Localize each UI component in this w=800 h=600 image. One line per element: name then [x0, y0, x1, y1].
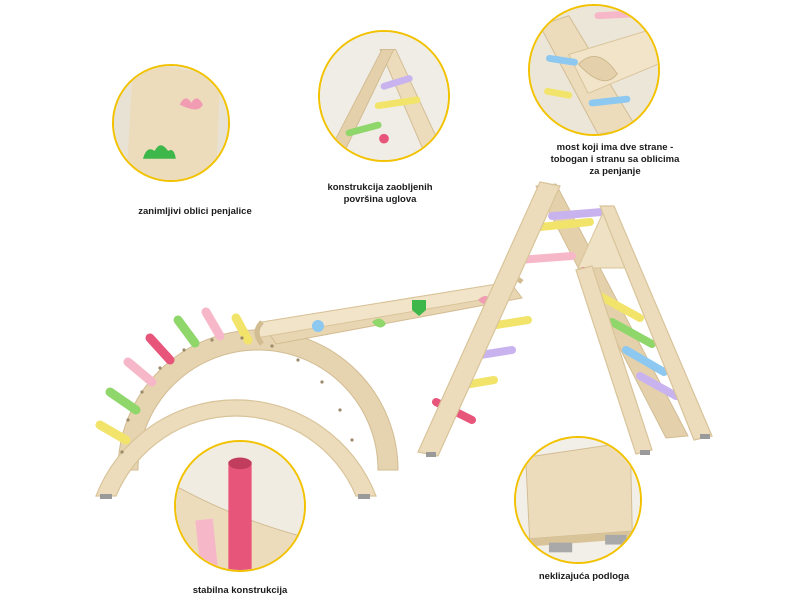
bridge-caption-line1: most koji ima dve strane -	[556, 142, 674, 153]
green-pentagon-shape	[412, 300, 426, 316]
corners-caption: konstrukcija zaobljenih površina uglova	[320, 182, 440, 206]
arch-rungs	[95, 307, 253, 445]
rung-closeup-icon	[176, 442, 304, 570]
rubber-foot-closeup-icon	[516, 438, 640, 562]
climbing-shapes-closeup-icon	[114, 66, 228, 180]
rounded-corner-closeup-icon	[320, 32, 448, 160]
bridge-ramp	[254, 275, 524, 346]
green-climbing-shape	[372, 318, 386, 328]
climbing-triangle	[417, 181, 713, 457]
corners-caption-line1: konstrukcija zaobljenih	[327, 182, 433, 193]
blue-climbing-shape	[312, 320, 324, 332]
bridge-caption: most koji ima dve strane - tobogan i str…	[540, 142, 690, 178]
bridge-caption-line2: tobogan i stranu sa oblicima	[550, 154, 680, 165]
bridge-caption-line3: za penjanje	[589, 166, 641, 177]
bridge-closeup-icon	[530, 6, 658, 134]
shapes-closeup-callout	[112, 64, 230, 182]
climbing-arch	[95, 307, 399, 499]
shapes-caption: zanimljivi oblici penjalice	[138, 206, 252, 217]
stable-caption: stabilna konstrukcija	[192, 585, 288, 596]
bridge-closeup-callout	[528, 4, 660, 136]
stable-closeup-callout	[174, 440, 306, 572]
nonslip-caption: neklizajuća podloga	[538, 571, 630, 582]
corners-caption-line2: površina uglova	[343, 194, 417, 205]
corners-closeup-callout	[318, 30, 450, 162]
nonslip-closeup-callout	[514, 436, 642, 564]
